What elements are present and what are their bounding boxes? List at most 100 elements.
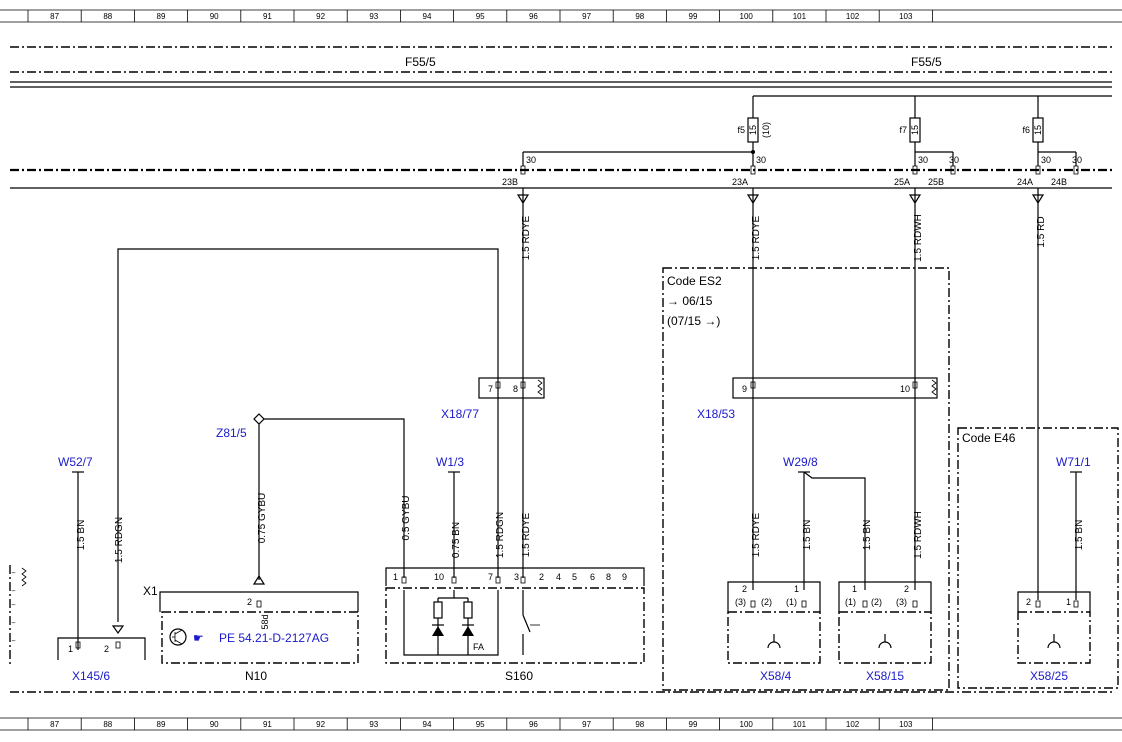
grid-number: 102 bbox=[846, 720, 860, 729]
svg-text:S160: S160 bbox=[505, 669, 533, 683]
svg-text:(1): (1) bbox=[786, 597, 797, 607]
pin-stub bbox=[495, 576, 501, 584]
connector-x58-4: 2 1 (3) (2) (1) X58/4 bbox=[727, 581, 821, 683]
pin-stub bbox=[520, 381, 526, 389]
bus-pin-stub bbox=[520, 165, 526, 175]
grid-number: 100 bbox=[740, 12, 754, 21]
grid-number: 87 bbox=[50, 12, 59, 21]
pin-stub bbox=[862, 600, 868, 608]
bus-pin-stub bbox=[1035, 165, 1041, 175]
pin-stub bbox=[750, 600, 756, 608]
grid-number: 90 bbox=[210, 720, 219, 729]
svg-text:W71/1: W71/1 bbox=[1056, 455, 1091, 469]
grid-number: 102 bbox=[846, 12, 860, 21]
svg-text:2: 2 bbox=[247, 597, 252, 607]
svg-text:30: 30 bbox=[526, 155, 536, 165]
svg-text:f6: f6 bbox=[1022, 125, 1030, 135]
svg-text:‾: ‾ bbox=[11, 622, 16, 632]
svg-text:f7: f7 bbox=[899, 125, 907, 135]
svg-text:23A: 23A bbox=[732, 177, 748, 187]
grid-number: 93 bbox=[369, 12, 378, 21]
pin-stub bbox=[912, 381, 918, 389]
partial-component-left: ‾ ‾ ‾ ‾ ‾ bbox=[9, 565, 27, 665]
svg-text:1: 1 bbox=[852, 584, 857, 594]
svg-text:1.5 RDYE: 1.5 RDYE bbox=[521, 215, 532, 260]
fuse-f7: f7 15 bbox=[899, 117, 921, 143]
wire-labels: 1.5 RDYE 1.5 RDYE 1.5 RDWH 1.5 RD 1.5 BN… bbox=[76, 214, 1085, 563]
fuse-f6: f6 15 bbox=[1022, 117, 1044, 143]
grid-number: 90 bbox=[210, 12, 219, 21]
svg-text:8: 8 bbox=[606, 572, 611, 582]
x18-53-label: X18/53 bbox=[697, 407, 735, 421]
grid-number: 95 bbox=[476, 720, 485, 729]
svg-text:N10: N10 bbox=[245, 669, 267, 683]
ground-w29-8: W29/8 bbox=[783, 455, 866, 590]
grid-number: 93 bbox=[369, 720, 378, 729]
bus-connection-markers bbox=[516, 165, 1079, 205]
svg-text:W52/7: W52/7 bbox=[58, 455, 93, 469]
grid-number: 98 bbox=[635, 12, 644, 21]
grid-number: 99 bbox=[689, 720, 698, 729]
connector-x18-53: 9 10 X18/53 bbox=[697, 377, 938, 421]
grid-number: 88 bbox=[103, 720, 112, 729]
svg-text:15: 15 bbox=[748, 125, 758, 135]
grid-number: 101 bbox=[793, 12, 807, 21]
grid-number: 99 bbox=[689, 12, 698, 21]
svg-text:2: 2 bbox=[539, 572, 544, 582]
svg-text:30: 30 bbox=[1072, 155, 1082, 165]
svg-text:‾: ‾ bbox=[11, 572, 16, 582]
svg-text:1: 1 bbox=[393, 572, 398, 582]
grid-number: 101 bbox=[793, 720, 807, 729]
svg-text:1.5 RDYE: 1.5 RDYE bbox=[521, 512, 532, 557]
svg-text:(10): (10) bbox=[761, 122, 771, 138]
connector-x145-6: 1 2 X145/6 bbox=[57, 625, 146, 683]
svg-text:(3): (3) bbox=[896, 597, 907, 607]
grid-number: 92 bbox=[316, 12, 325, 21]
ref-link[interactable]: PE 54.21-D-2127AG bbox=[219, 631, 329, 645]
svg-text:10: 10 bbox=[900, 384, 910, 394]
bus-pins-30: 30 30 30 30 30 30 bbox=[522, 152, 1082, 166]
svg-text:30: 30 bbox=[918, 155, 928, 165]
bus-label-right: F55/5 bbox=[911, 55, 942, 69]
switch-s160: 1 10 7 3 2 4 5 6 8 9 FA S160 bbox=[385, 567, 645, 683]
svg-text:1: 1 bbox=[794, 584, 799, 594]
svg-text:0.75 BN: 0.75 BN bbox=[451, 522, 462, 558]
pin-stub bbox=[256, 600, 262, 608]
svg-text:1.5 BN: 1.5 BN bbox=[802, 520, 813, 551]
svg-text:‾: ‾ bbox=[11, 604, 16, 614]
grid-number: 96 bbox=[529, 12, 538, 21]
grid-number: 97 bbox=[582, 12, 591, 21]
grid-number: 91 bbox=[263, 720, 272, 729]
bus-pin-stub bbox=[912, 165, 918, 175]
svg-text:10: 10 bbox=[434, 572, 444, 582]
svg-text:‾: ‾ bbox=[11, 590, 16, 600]
bus-pin-labels: 23B 23A 25A 25B 24A 24B bbox=[502, 177, 1067, 187]
svg-text:‾: ‾ bbox=[11, 640, 16, 650]
grid-number: 100 bbox=[740, 720, 754, 729]
svg-text:8: 8 bbox=[513, 384, 518, 394]
svg-text:X58/4: X58/4 bbox=[760, 669, 792, 683]
svg-text:2: 2 bbox=[904, 584, 909, 594]
grid-number: 94 bbox=[423, 12, 432, 21]
svg-text:(3): (3) bbox=[735, 597, 746, 607]
svg-text:2: 2 bbox=[1026, 597, 1031, 607]
svg-text:7: 7 bbox=[488, 572, 493, 582]
svg-text:5: 5 bbox=[572, 572, 577, 582]
wire-rdgn-loop bbox=[117, 248, 499, 622]
svg-text:15: 15 bbox=[1033, 125, 1043, 135]
code-es2-box bbox=[662, 267, 950, 691]
pin-stub bbox=[520, 576, 526, 584]
svg-text:X1: X1 bbox=[143, 584, 158, 598]
code-es2-to: (07/15 →) bbox=[667, 314, 720, 328]
pin-stub bbox=[115, 641, 121, 649]
svg-text:24B: 24B bbox=[1051, 177, 1067, 187]
grid-number: 89 bbox=[157, 12, 166, 21]
svg-text:X145/6: X145/6 bbox=[72, 669, 110, 683]
grid-number: 88 bbox=[103, 12, 112, 21]
svg-text:30: 30 bbox=[1041, 155, 1051, 165]
pin-stubs bbox=[75, 381, 1079, 649]
svg-text:2: 2 bbox=[104, 644, 109, 654]
grid-number: 91 bbox=[263, 12, 272, 21]
